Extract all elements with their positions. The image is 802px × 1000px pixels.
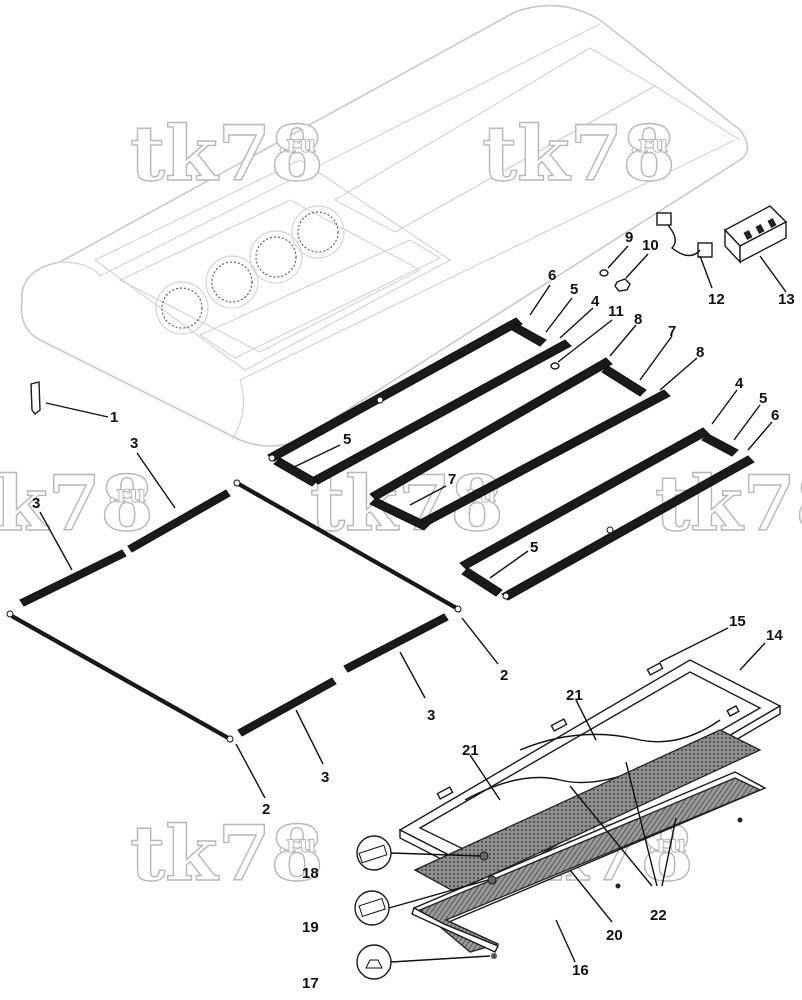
callout-5: 5 [759, 390, 767, 407]
callout-18: 18 [302, 865, 319, 882]
callout-1: 1 [110, 409, 118, 426]
part-nuts [550, 269, 631, 370]
callout-19: 19 [302, 919, 319, 936]
callout-labels: 1 3 3 2 3 3 2 5 6 5 4 11 8 7 8 9 10 7 4 … [32, 229, 795, 992]
watermark: tk78 .ru [0, 458, 154, 548]
watermark: tk78 .ru [481, 108, 676, 198]
watermark-sup: .ru [278, 129, 316, 158]
rail-strips [267, 317, 755, 601]
watermark: tk78 .ru [129, 808, 324, 898]
callout-5: 5 [570, 281, 578, 298]
callout-20: 20 [606, 927, 623, 944]
callout-2: 2 [500, 667, 508, 684]
callout-2: 2 [262, 801, 270, 818]
callout-7: 7 [448, 471, 456, 488]
part-filter [413, 729, 762, 893]
callout-22: 22 [650, 907, 667, 924]
part-clips [436, 662, 740, 800]
callout-12: 12 [708, 291, 725, 308]
watermark-sup: .ru [278, 829, 316, 858]
unit-housing [20, 4, 749, 447]
watermark: tk78 .ru [129, 108, 324, 198]
callout-3: 3 [32, 495, 40, 512]
watermark-text: tk78 [130, 809, 324, 898]
callout-8: 8 [696, 344, 704, 361]
callout-6: 6 [548, 267, 556, 284]
callout-21: 21 [462, 742, 479, 759]
part-wire-harness [656, 212, 713, 258]
callout-4: 4 [591, 293, 600, 310]
callout-17: 17 [302, 975, 319, 992]
leader-lines [39, 245, 787, 963]
watermark-text: tk78 [130, 109, 324, 198]
part-pin [30, 381, 41, 415]
callout-3: 3 [427, 707, 435, 724]
callout-4: 4 [735, 375, 744, 392]
callout-13: 13 [778, 291, 795, 308]
watermark-sup: .ru [108, 479, 146, 508]
detail-bubbles [354, 835, 497, 980]
callout-9: 9 [625, 229, 633, 246]
callout-5: 5 [343, 431, 351, 448]
callout-21: 21 [566, 687, 583, 704]
callout-3: 3 [130, 435, 138, 452]
callout-10: 10 [642, 237, 659, 254]
watermark-text: tk78 [0, 459, 154, 548]
callout-6: 6 [771, 407, 779, 424]
watermark-sup: .ru [630, 129, 668, 158]
callout-7: 7 [668, 323, 676, 340]
callout-8: 8 [634, 311, 642, 328]
callout-5: 5 [530, 539, 538, 556]
callout-14: 14 [766, 627, 783, 644]
callout-15: 15 [729, 613, 746, 630]
gasket-frame [6, 479, 462, 743]
watermark-text: tk78 [482, 109, 676, 198]
callout-3: 3 [321, 769, 329, 786]
callout-16: 16 [572, 962, 589, 979]
callout-11: 11 [608, 303, 624, 320]
part-controller [723, 205, 788, 264]
